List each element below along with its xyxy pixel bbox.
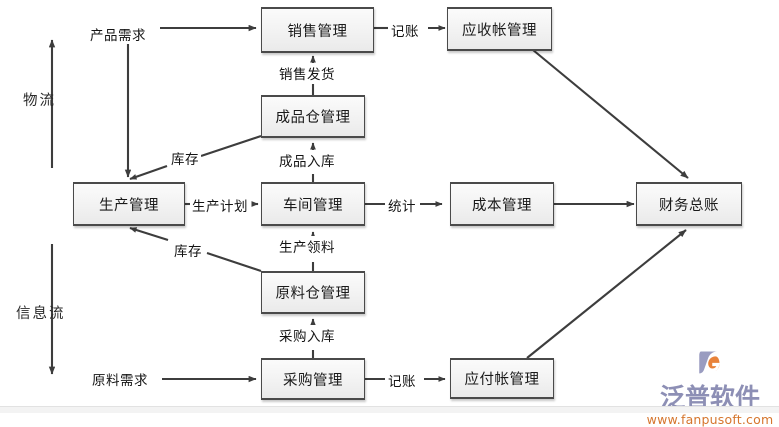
edge-label-fg-inbound: 成品入库	[277, 150, 337, 170]
edge-payable-to-ledger	[526, 229, 687, 359]
edge-label-stock-fg: 库存	[169, 148, 201, 168]
node-sales[interactable]: 销售管理	[261, 7, 374, 53]
node-fg-warehouse[interactable]: 成品仓管理	[261, 95, 365, 138]
node-receivable[interactable]: 应收帐管理	[447, 7, 552, 51]
node-workshop[interactable]: 车间管理	[261, 182, 365, 226]
watermark-url-text: www.fanpusoft.com	[646, 412, 774, 427]
node-payable[interactable]: 应付帐管理	[450, 358, 554, 399]
node-ledger[interactable]: 财务总账	[636, 182, 742, 226]
node-rm-warehouse[interactable]: 原料仓管理	[261, 271, 365, 314]
node-cost[interactable]: 成本管理	[450, 182, 554, 226]
edge-label-product-demand: 产品需求	[88, 24, 148, 44]
axis-label-information: 信息流	[16, 306, 66, 322]
edge-receivable-to-ledger	[532, 49, 689, 179]
edge-stock-to-production	[129, 165, 168, 180]
edge-label-purchase-record: 记账	[386, 370, 418, 390]
diagram-canvas: 销售管理 应收帐管理 成品仓管理 生产管理 车间管理 成本管理 财务总账 原料仓…	[0, 7, 779, 427]
edge-label-sales-delivery: 销售发货	[277, 63, 337, 83]
edge-stock-rm-to-production	[129, 226, 169, 242]
edge-label-stock-rm: 库存	[172, 240, 204, 260]
node-purchase[interactable]: 采购管理	[261, 358, 365, 400]
edge-label-purchase-inbound: 采购入库	[277, 325, 337, 345]
edge-label-sales-record: 记账	[389, 20, 421, 40]
edge-rmwarehouse-to-production-stock	[206, 252, 262, 272]
edge-label-prod-plan: 生产计划	[190, 195, 250, 215]
edge-label-prod-picking: 生产领料	[277, 236, 337, 256]
watermark-logo: 泛普软件 www.fanpusoft.com	[645, 349, 775, 427]
bottom-bar	[0, 406, 779, 413]
edge-fgwarehouse-to-production-stock	[200, 135, 262, 157]
fanpu-logo-icon	[696, 349, 722, 375]
node-production[interactable]: 生产管理	[73, 182, 185, 226]
edge-label-statistics: 统计	[386, 195, 418, 215]
edge-label-material-demand: 原料需求	[90, 369, 150, 389]
axis-label-logistics: 物流	[23, 93, 56, 109]
